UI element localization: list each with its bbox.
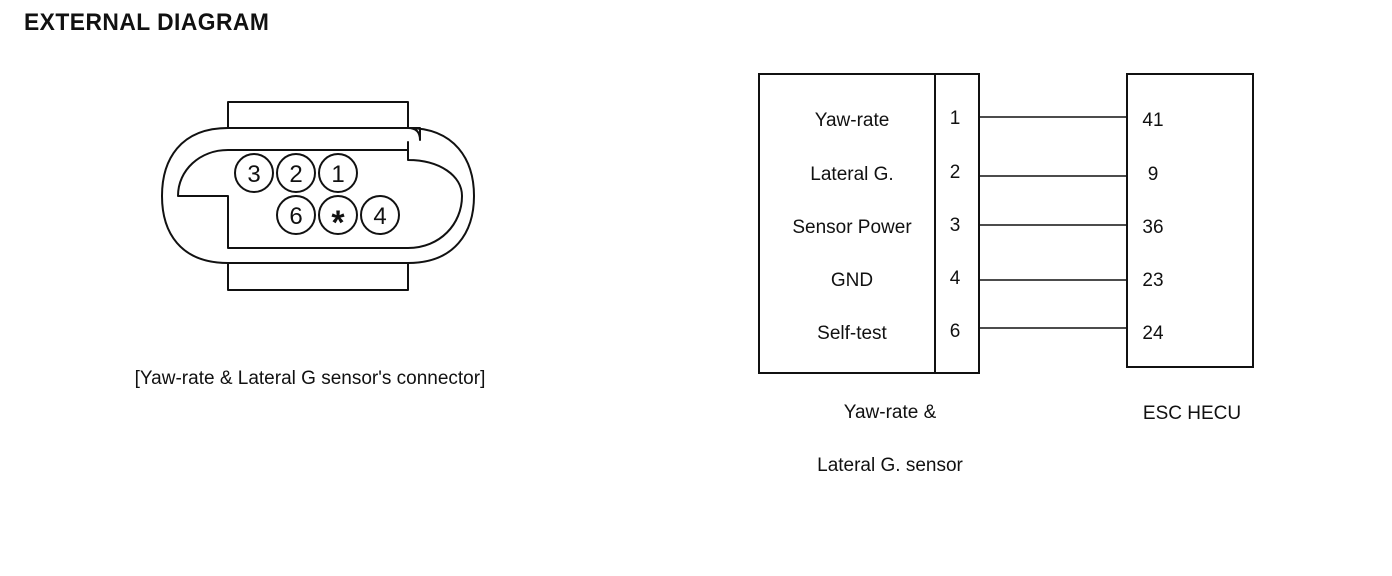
sensor-pin-number: 3 <box>950 215 961 236</box>
sensor-pin-numbers: 1 2 3 4 6 <box>950 108 961 342</box>
connector-outer-housing <box>161 127 475 264</box>
ecu-pin-number: 24 <box>1142 323 1164 344</box>
sensor-pin-number: 4 <box>950 268 961 289</box>
connector-pin-1: 1 <box>318 153 358 193</box>
connector-bottom-tab <box>227 263 409 291</box>
signal-name: Yaw-rate <box>815 110 890 131</box>
connector-pin-label: 6 <box>289 203 302 230</box>
connector-caption: [Yaw-rate & Lateral G sensor's connector… <box>135 368 486 389</box>
connector-pin-empty: * <box>318 195 358 242</box>
signal-name: GND <box>831 270 873 291</box>
connector-pin-label: 3 <box>247 161 260 188</box>
connector-pin-label: 2 <box>289 161 302 188</box>
ecu-pin-number: 9 <box>1148 164 1159 185</box>
ecu-pin-number: 23 <box>1142 270 1163 291</box>
ecu-pin-numbers: 41 9 36 23 24 <box>1142 110 1164 344</box>
sensor-pin-number: 6 <box>950 321 961 342</box>
signal-names: Yaw-rate Lateral G. Sensor Power GND Sel… <box>792 110 912 344</box>
sensor-pin-number: 2 <box>950 162 961 183</box>
connector-pin-3: 3 <box>234 153 274 193</box>
connector-inner-cavity <box>177 141 463 249</box>
sensor-caption-line1: Yaw-rate & <box>844 402 937 423</box>
page-title: EXTERNAL DIAGRAM <box>24 9 270 36</box>
signal-name: Sensor Power <box>792 217 912 238</box>
signal-name: Self-test <box>817 323 887 344</box>
connector-pin-2: 2 <box>276 153 316 193</box>
ecu-box <box>1126 73 1254 368</box>
connector-pins: 3 2 1 6 * 4 <box>234 153 400 242</box>
connector-pin-4: 4 <box>360 195 400 235</box>
sensor-pin-number: 1 <box>950 108 961 129</box>
signal-name: Lateral G. <box>810 164 893 185</box>
connector-pin-label: * <box>331 204 345 242</box>
connector-drawing <box>161 101 475 291</box>
ecu-caption: ESC HECU <box>1143 403 1241 424</box>
connector-pin-label: 4 <box>373 203 386 230</box>
connector-pin-label: 1 <box>331 161 344 188</box>
connector-pin-6: 6 <box>276 195 316 235</box>
ecu-pin-number: 36 <box>1142 217 1163 238</box>
sensor-box <box>758 73 980 374</box>
sensor-caption-line2: Lateral G. sensor <box>817 455 963 476</box>
connector-top-tab <box>227 101 409 128</box>
ecu-pin-number: 41 <box>1142 110 1163 131</box>
wires <box>979 116 1127 329</box>
